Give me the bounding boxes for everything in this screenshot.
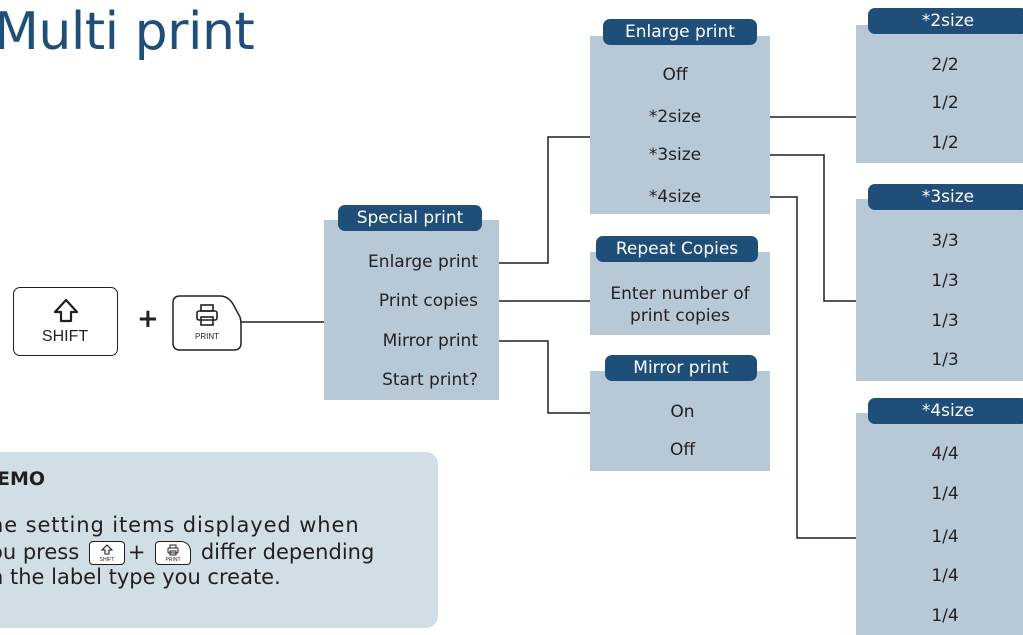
memo-box — [0, 452, 438, 628]
size4-box — [856, 413, 1023, 635]
memo-line-2: ou press SHIFT + PRINT differ depending — [0, 540, 374, 565]
plus-sign: + — [137, 304, 159, 334]
enlarge-connector — [485, 136, 590, 264]
repeat-copies-box — [590, 252, 770, 335]
size3-item-4: 1/3 — [931, 350, 959, 370]
size3-connector — [748, 154, 856, 302]
print-key-label: PRINT — [195, 332, 219, 341]
special-print-header: Special print — [338, 205, 482, 231]
size2-item-1: 2/2 — [931, 55, 959, 75]
enlarge-print-header: Enlarge print — [603, 19, 757, 45]
enlarge-print-box — [590, 36, 770, 214]
enlarge-item-2size: *2size — [648, 107, 702, 127]
size4-item-4: 1/4 — [931, 566, 959, 586]
special-print-box — [324, 220, 499, 400]
memo-line-2-plus: + — [127, 540, 146, 564]
mirror-item-off: Off — [669, 440, 696, 460]
print-key: PRINT — [172, 295, 242, 351]
size3-item-3: 1/3 — [931, 311, 959, 331]
size4-item-1: 4/4 — [931, 444, 959, 464]
mirror-connector — [485, 340, 590, 414]
memo-line-1: he setting items displayed when — [0, 513, 360, 537]
shift-key: SHIFT — [13, 287, 118, 356]
svg-text:SHIFT: SHIFT — [100, 557, 114, 563]
size2-item-2: 1/2 — [931, 93, 959, 113]
size4-item-3: 1/4 — [931, 527, 959, 547]
special-item-enlarge: Enlarge print — [368, 252, 478, 272]
size4-item-5: 1/4 — [931, 606, 959, 626]
mirror-item-on: On — [670, 402, 695, 422]
size2-box — [856, 25, 1023, 163]
special-item-copies: Print copies — [378, 291, 478, 311]
shift-arrow-icon — [53, 298, 79, 323]
printer-icon — [196, 304, 218, 326]
size2-item-3: 1/2 — [931, 133, 959, 153]
mirror-print-header: Mirror print — [605, 355, 757, 381]
size3-item-2: 1/3 — [931, 271, 959, 291]
size2-header: *2size — [868, 8, 1023, 34]
shift-key-label: SHIFT — [41, 328, 89, 345]
memo-line-2-pre: ou press — [0, 540, 80, 564]
size3-item-1: 3/3 — [931, 231, 959, 251]
print-key-outline — [172, 295, 242, 351]
size3-box — [856, 199, 1023, 381]
size4-connector — [748, 196, 856, 539]
repeat-copies-line1: Enter number of — [610, 284, 750, 304]
size3-header: *3size — [868, 184, 1023, 210]
size4-item-2: 1/4 — [931, 484, 959, 504]
enlarge-item-3size: *3size — [648, 145, 702, 165]
size4-header: *4size — [868, 398, 1023, 424]
enlarge-item-off: Off — [662, 65, 688, 85]
special-item-mirror: Mirror print — [382, 331, 478, 351]
memo-line-2-post: differ depending — [200, 540, 375, 564]
memo-title: EMO — [0, 468, 46, 490]
page-title: Multi print — [0, 2, 255, 62]
svg-text:PRINT: PRINT — [166, 557, 181, 563]
mini-shift-key-icon: SHIFT — [88, 541, 125, 565]
mirror-print-box — [590, 371, 770, 471]
special-item-start: Start print? — [382, 370, 478, 390]
mini-print-key-icon: PRINT — [155, 541, 192, 565]
enlarge-item-4size: *4size — [648, 187, 702, 207]
repeat-copies-line2: print copies — [630, 306, 730, 326]
memo-line-3: n the label type you create. — [0, 565, 281, 589]
repeat-copies-header: Repeat Copies — [596, 236, 758, 262]
